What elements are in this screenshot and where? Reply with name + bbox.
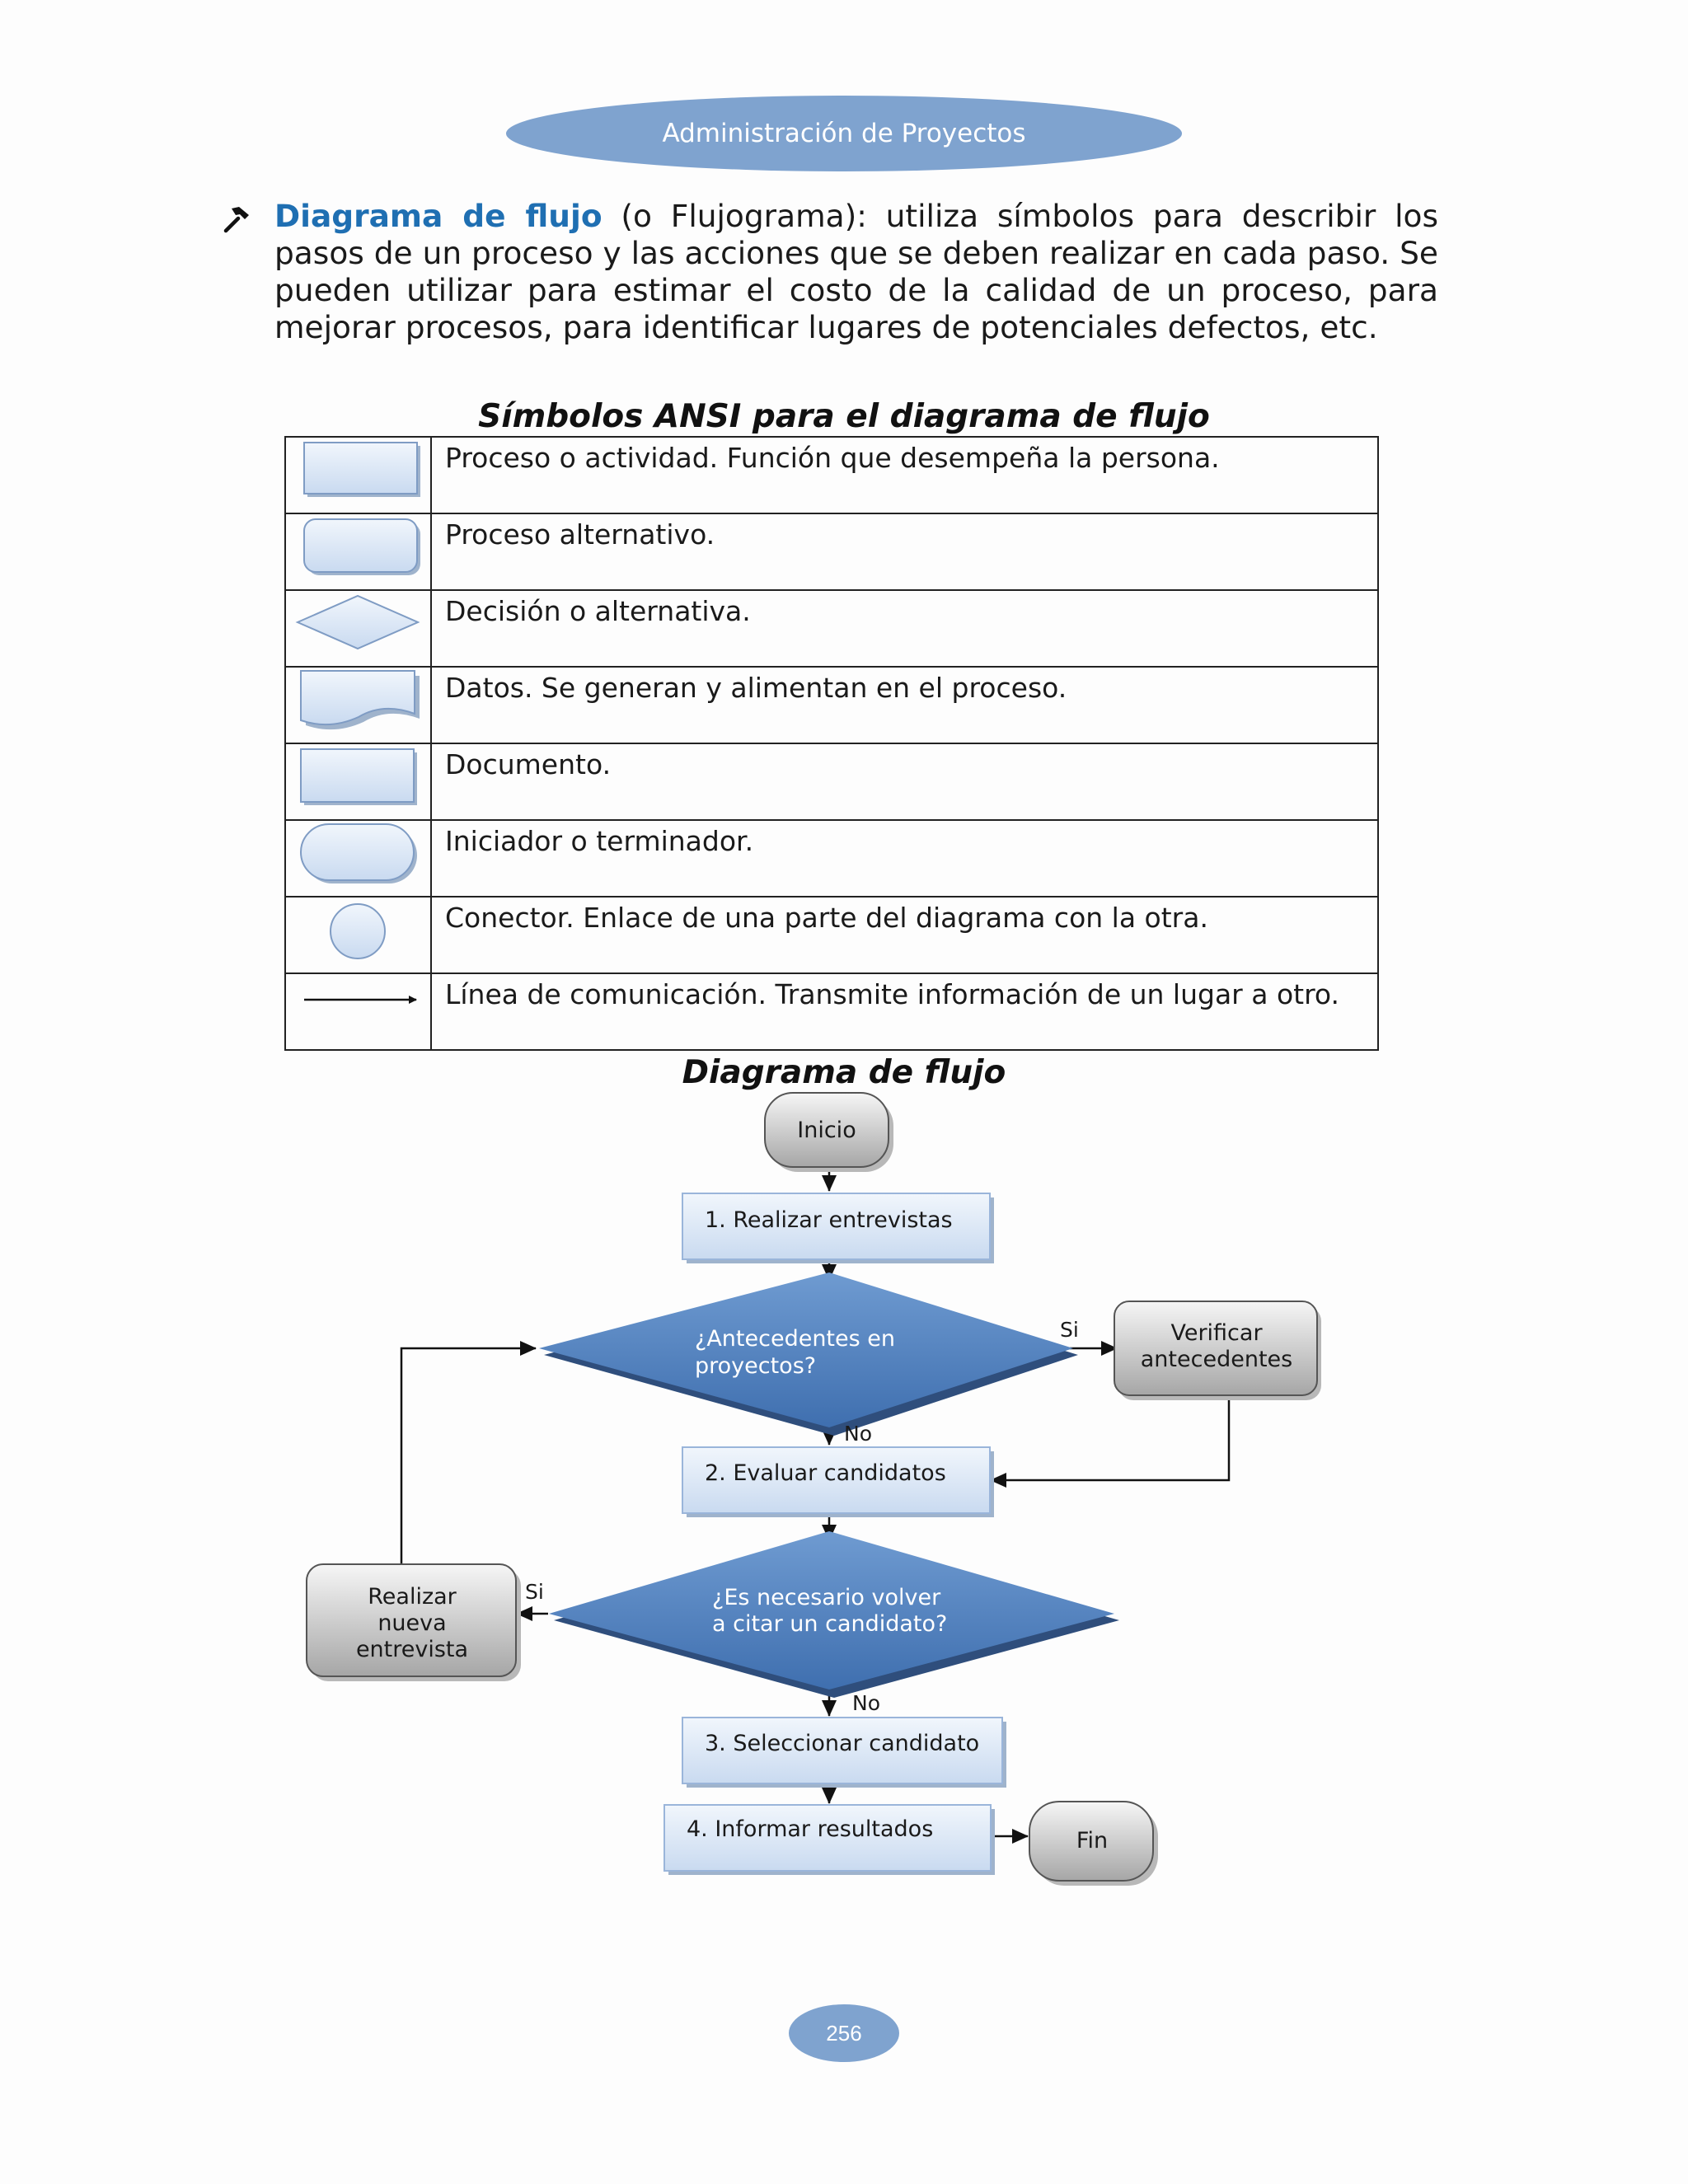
process-step-3: 3. Seleccionar candidato: [682, 1717, 1006, 1788]
terminator-symbol-icon: [300, 823, 417, 883]
start-label: Inicio: [797, 1118, 856, 1143]
table-row: Datos. Se generan y alimentan en el proc…: [284, 666, 1379, 744]
decision1-line2: proyectos?: [695, 1353, 816, 1379]
page-number: 256: [826, 2020, 862, 2046]
process-step-4: 4. Informar resultados: [663, 1804, 995, 1875]
symbol-cell: [284, 743, 432, 821]
table-row: Iniciador o terminador.: [284, 819, 1379, 898]
symbol-cell: [284, 666, 432, 744]
flowchart-title: Diagrama de flujo: [682, 1054, 1006, 1091]
running-header: Administración de Proyectos: [506, 96, 1182, 171]
symbols-table-title: Símbolos ANSI para el diagrama de flujo: [478, 398, 1210, 435]
step3-label: 3. Seleccionar candidato: [705, 1731, 979, 1756]
process-step-1: 1. Realizar entrevistas: [682, 1193, 994, 1263]
symbol-cell: [284, 896, 432, 974]
decision2-yes-label: Si: [525, 1580, 544, 1604]
reinterview-alternate-process: Realizar nueva entrevista: [306, 1563, 521, 1681]
page-number-badge: 256: [789, 2004, 899, 2062]
step1-label: 1. Realizar entrevistas: [705, 1207, 953, 1233]
table-row: Proceso o actividad. Función que desempe…: [284, 436, 1379, 514]
arrow-reinterview-decision1: [400, 1341, 537, 1566]
arrow-verify-step2: [990, 1393, 1231, 1488]
decision-diamond-icon: [295, 594, 420, 650]
start-terminator: Inicio: [764, 1092, 893, 1172]
process-step-2: 2. Evaluar candidatos: [682, 1446, 994, 1517]
reinterview-line2: nueva: [377, 1610, 446, 1636]
symbol-description: Iniciador o terminador.: [430, 819, 1379, 898]
reinterview-line3: entrevista: [356, 1637, 468, 1662]
symbol-description: Conector. Enlace de una parte del diagra…: [430, 896, 1379, 974]
table-row: Conector. Enlace de una parte del diagra…: [284, 896, 1379, 974]
symbol-cell: [284, 589, 432, 668]
symbol-description: Proceso alternativo.: [430, 513, 1379, 591]
symbol-description: Documento.: [430, 743, 1379, 821]
data-symbol-icon: [300, 670, 420, 730]
step4-label: 4. Informar resultados: [687, 1816, 933, 1842]
decision2-line1: ¿Es necesario volver: [712, 1585, 941, 1610]
end-label: Fin: [1076, 1828, 1108, 1854]
document-symbol-icon: [300, 748, 417, 805]
end-terminator: Fin: [1029, 1801, 1158, 1886]
table-row: Línea de comunicación. Transmite informa…: [284, 972, 1379, 1051]
symbols-table: Proceso o actividad. Función que desempe…: [284, 436, 1379, 1051]
connector-circle-icon: [330, 903, 386, 959]
arrow-line-icon: [304, 996, 417, 1004]
symbol-cell: [284, 436, 432, 514]
table-row: Proceso alternativo.: [284, 513, 1379, 591]
step2-label: 2. Evaluar candidatos: [705, 1460, 946, 1486]
process-rectangle-icon: [303, 442, 420, 497]
symbol-description: Datos. Se generan y alimentan en el proc…: [430, 666, 1379, 744]
decision2-line2: a citar un candidato?: [712, 1611, 947, 1637]
symbol-description: Decisión o alternativa.: [430, 589, 1379, 668]
table-row: Decisión o alternativa.: [284, 589, 1379, 668]
decision1-no-label: No: [844, 1422, 872, 1446]
intro-text: (o Flujograma): utiliza símbolos para de…: [274, 198, 1438, 345]
reinterview-line1: Realizar: [368, 1584, 457, 1610]
verify-line2: antecedentes: [1141, 1347, 1292, 1372]
symbol-cell: [284, 819, 432, 898]
table-row: Documento.: [284, 743, 1379, 821]
decision2-no-label: No: [852, 1691, 880, 1715]
symbol-description: Línea de comunicación. Transmite informa…: [430, 972, 1379, 1051]
intro-term: Diagrama de flujo: [274, 198, 603, 234]
verify-alternate-process: Verificar antecedentes: [1114, 1301, 1321, 1400]
decision1-yes-label: Si: [1060, 1318, 1079, 1342]
alternate-process-icon: [303, 518, 420, 575]
decision1-line1: ¿Antecedentes en: [695, 1326, 895, 1352]
symbol-description: Proceso o actividad. Función que desempe…: [430, 436, 1379, 514]
verify-line1: Verificar: [1170, 1320, 1263, 1346]
intro-paragraph: Diagrama de flujo (o Flujograma): utiliz…: [274, 198, 1438, 346]
decision-2-diamond: ¿Es necesario volver a citar un candidat…: [549, 1531, 1119, 1698]
symbol-cell: [284, 972, 432, 1051]
symbol-cell: [284, 513, 432, 591]
header-title: Administración de Proyectos: [662, 119, 1026, 148]
hammer-bullet-icon: [223, 207, 249, 233]
decision-1-diamond: ¿Antecedentes en proyectos?: [539, 1272, 1078, 1436]
